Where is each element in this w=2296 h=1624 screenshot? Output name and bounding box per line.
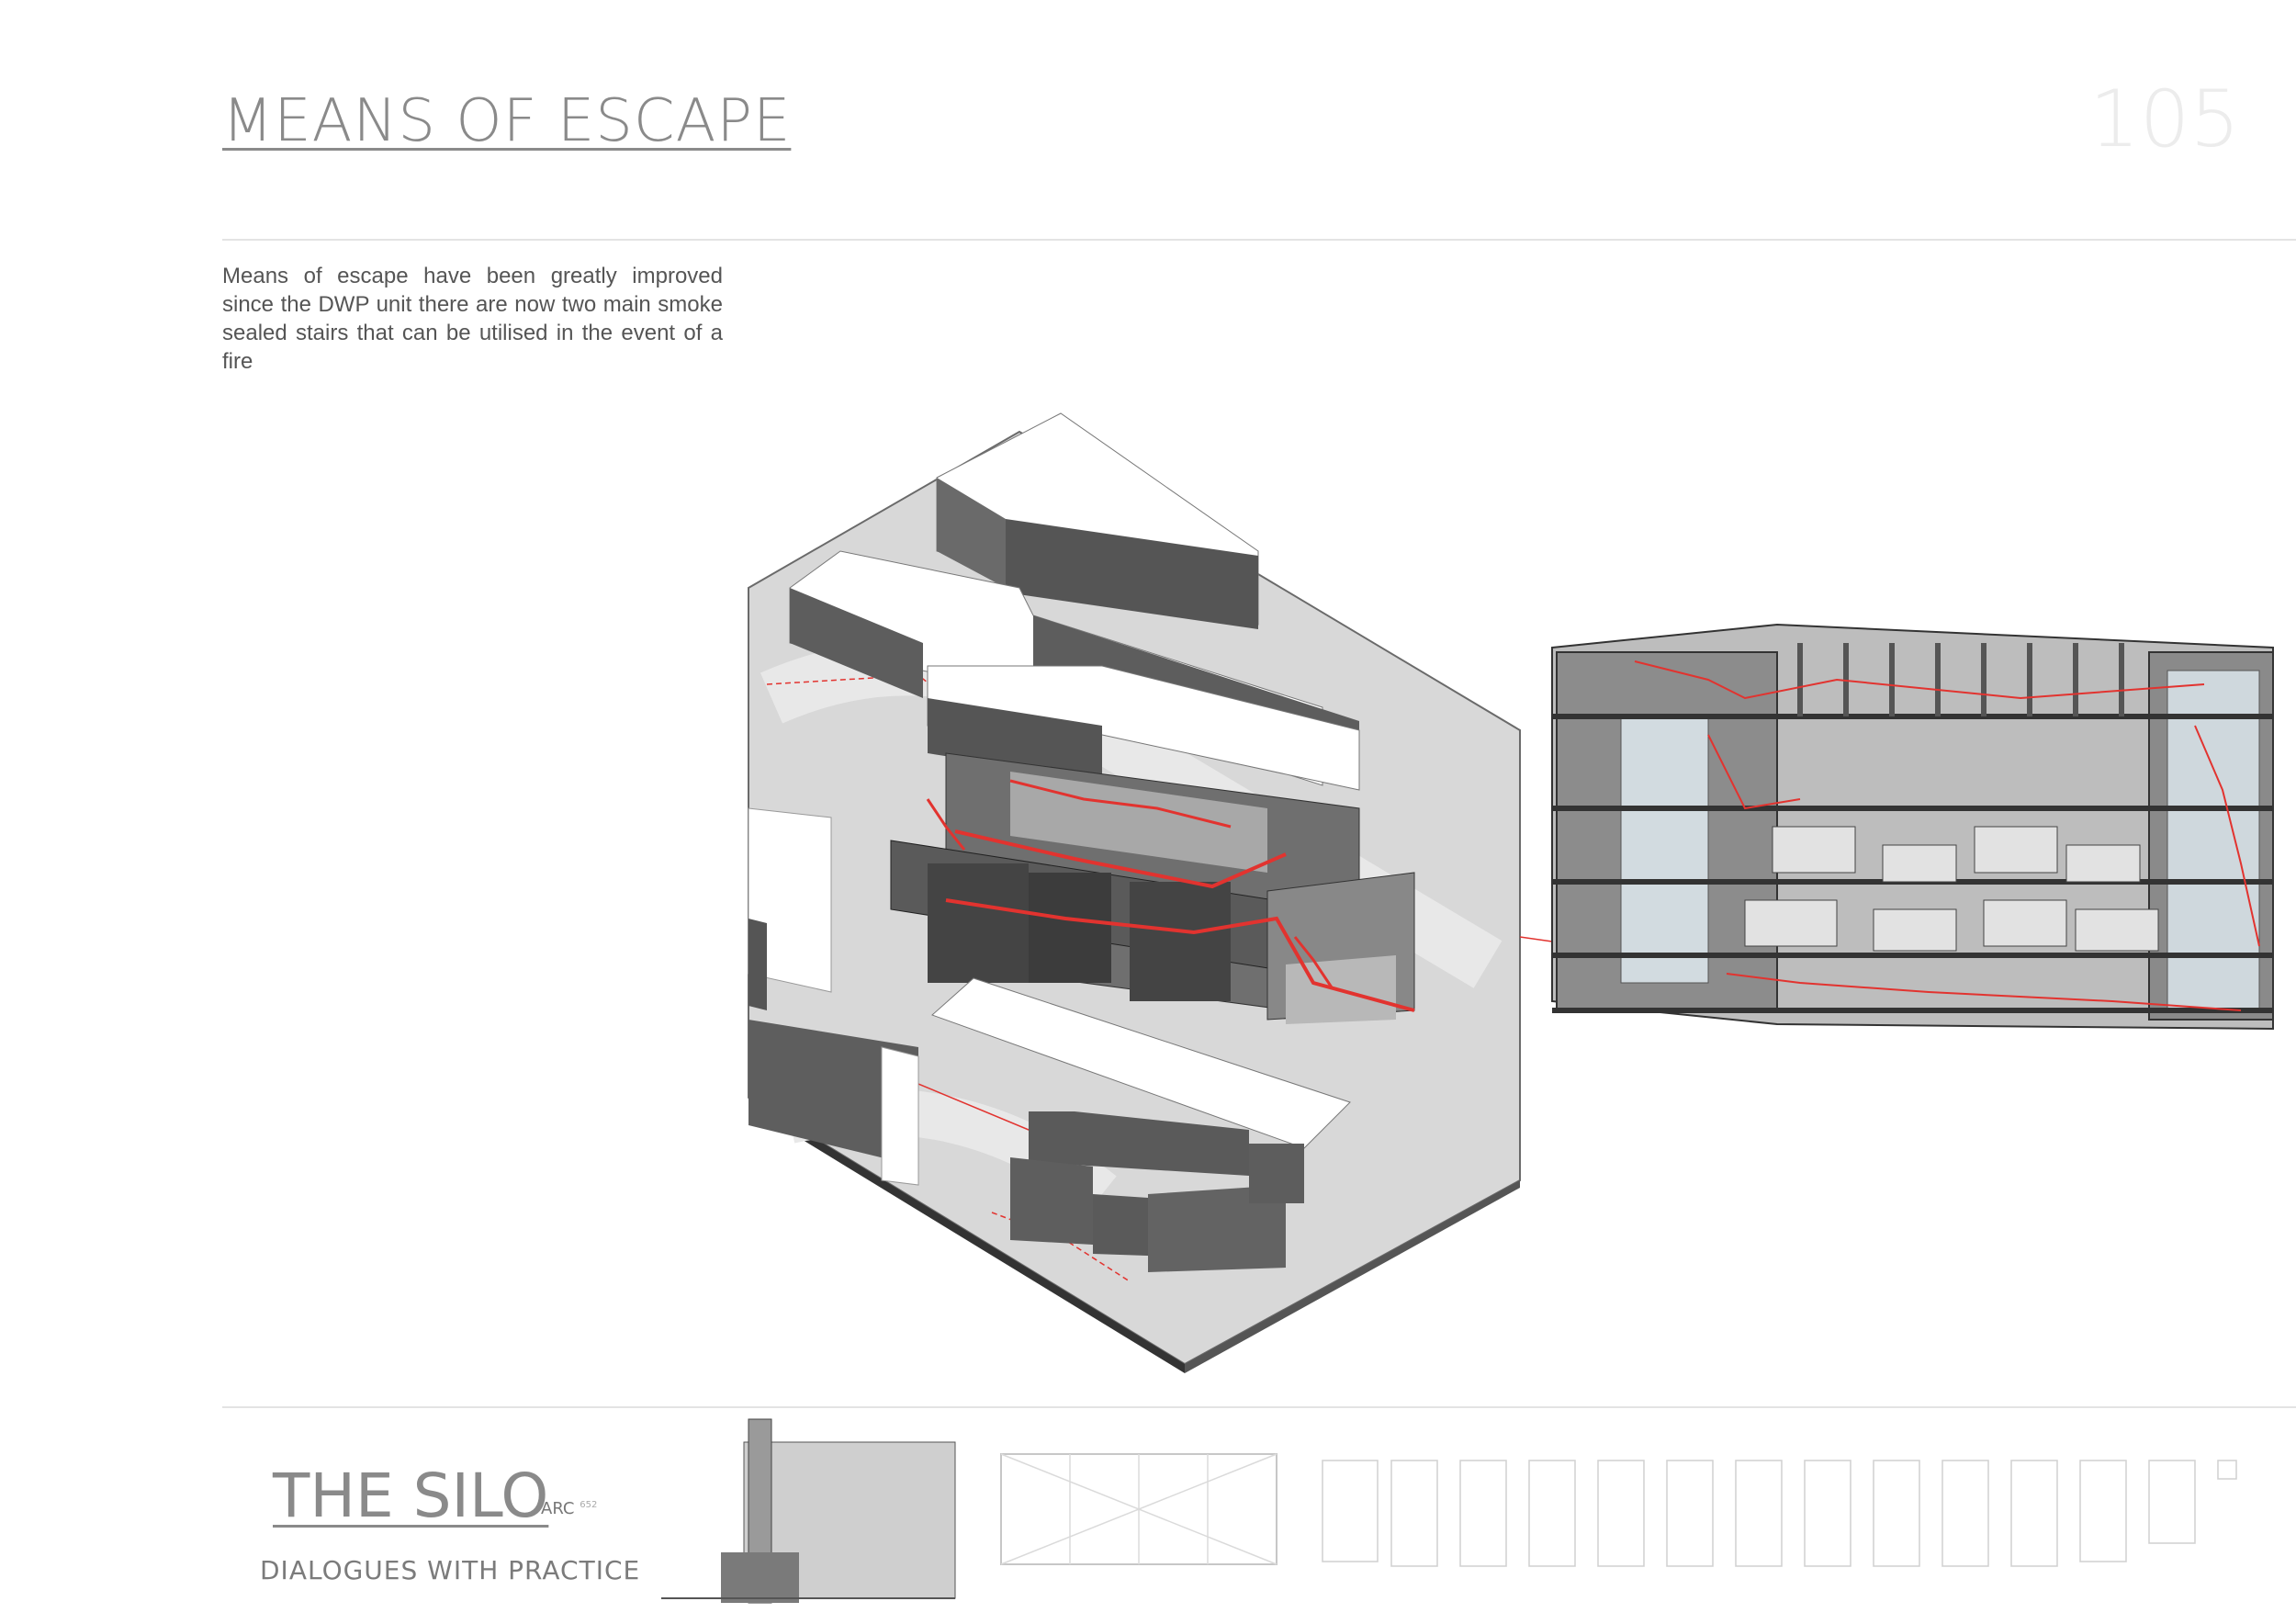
escape-building-model [890, 752, 1415, 1024]
module-code-number: 652 [580, 1500, 598, 1510]
project-subtitle: DIALOGUES WITH PRACTICE [260, 1555, 641, 1585]
footer-divider [222, 1406, 2296, 1408]
project-title: THE SILO [273, 1460, 549, 1531]
page-number: 105 [2089, 73, 2241, 165]
page-title: MEANS OF ESCAPE [222, 87, 792, 155]
module-code-label: ARC [541, 1499, 575, 1518]
module-code: ARC 652 [541, 1499, 597, 1518]
escape-route [954, 829, 1287, 889]
header-divider [222, 239, 2296, 241]
intro-paragraph: Means of escape have been greatly improv… [222, 264, 723, 374]
